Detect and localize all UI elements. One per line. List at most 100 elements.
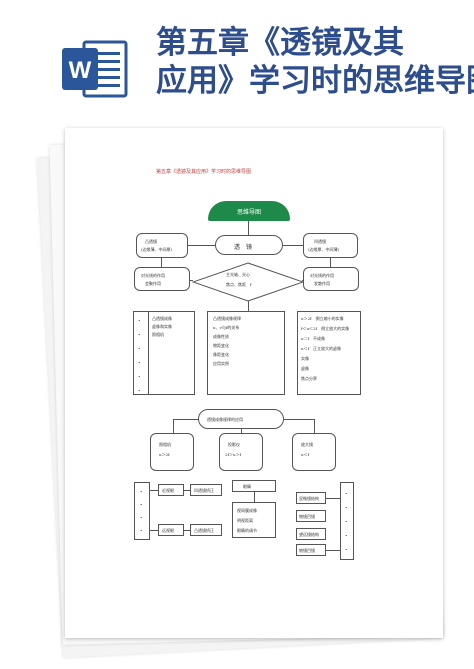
connector <box>150 530 158 531</box>
connector <box>173 419 174 433</box>
telescope-parts-label: 物镜目镜 <box>299 548 315 553</box>
left-list-panel: •••••• 凸透镜成像 虚像和实像 照相机 <box>133 311 195 395</box>
convex-lens-label: 凸透镜 <box>145 239 157 244</box>
concave-lens-node: 凹透镜 (边缘厚、中间薄) <box>303 233 358 258</box>
center-list-panel: 凸透镜成像规律 u、v与f的关系 成像性质 物距变化 像距变化 应用实例 <box>207 311 285 395</box>
list-item: 虚像和实像 <box>152 324 172 329</box>
page-title: 第五章《透镜及其 应用》学习时的思维导图 <box>156 24 474 100</box>
convex-lens-node: 凸透镜 (边缘薄、中间厚) <box>136 233 188 258</box>
bullet-column: •••••• <box>138 318 141 393</box>
microscope-node: 显微镜结构 <box>296 492 326 504</box>
list-item: 照相机 <box>152 332 164 337</box>
hyperopia-node: 远视眼 <box>158 524 184 536</box>
telescope-parts-node: 物镜目镜 <box>296 544 326 556</box>
diamond-line-2: 焦点、焦距 f <box>226 282 252 287</box>
list-item: u＜f 正立放大的虚像 <box>301 346 342 351</box>
mindmap-root-label: 思维导图 <box>236 209 261 216</box>
microscope-label: 显微镜结构 <box>299 496 319 501</box>
list-item: u＞2f 倒立缩小的实像 <box>301 316 344 321</box>
banner: W 第五章《透镜及其 应用》学习时的思维导图 <box>0 0 474 120</box>
list-item: 像距变化 <box>213 352 229 357</box>
myopia-fix-node: 凹透镜矫正 <box>190 484 222 496</box>
camera-label: 照相机 <box>159 442 171 447</box>
connector <box>284 419 314 420</box>
hyperopia-label: 远视眼 <box>162 528 174 533</box>
divider <box>148 312 149 394</box>
microscope-parts-node: 物镜目镜 <box>296 510 326 522</box>
application-node: 透镜成像规律的应用 <box>198 409 284 429</box>
list-item: 焦点分界 <box>301 376 317 381</box>
connector <box>173 419 198 420</box>
camera-node: 照相机 u＞2f <box>150 433 194 471</box>
list-item: f＜u＜2f 倒立放大的实像 <box>301 326 350 331</box>
center-node: 透 镜 <box>215 235 283 255</box>
list-item: 应用实例 <box>213 361 229 366</box>
diverging-label: 对光线的作用 <box>310 273 334 278</box>
magnifier-rule: u＜f <box>301 452 310 457</box>
connector <box>190 280 193 281</box>
telescope-node: 望远镜结构 <box>296 528 326 540</box>
bullet-column: •••• <box>140 489 143 533</box>
myopia-label: 近视眼 <box>162 488 174 493</box>
eye-label: 眼睛 <box>243 484 251 489</box>
connector <box>283 245 303 246</box>
word-document-icon: W <box>62 40 128 98</box>
concave-lens-label: 凹透镜 <box>314 239 326 244</box>
list-item: 成像性质 <box>213 334 229 339</box>
diverging-node: 对光线的作用 发散作用 <box>303 267 359 291</box>
list-item: u＝f 不成像 <box>301 336 326 341</box>
converging-label: 对光线的作用 <box>141 273 165 278</box>
eye-detail-line: 视网膜成像 <box>237 508 257 513</box>
list-item: 虚像 <box>301 366 309 371</box>
hyperopia-fix-label: 凸透镜矫正 <box>194 528 214 533</box>
list-item: 实像 <box>301 356 309 361</box>
magnifier-label: 放大镜 <box>301 442 313 447</box>
connector <box>161 258 162 267</box>
connector <box>184 530 190 531</box>
projector-rule: 2f＞u＞f <box>225 452 242 457</box>
converging-node: 对光线的作用 会聚作用 <box>134 267 190 291</box>
convex-lens-desc: (边缘薄、中间厚) <box>141 247 173 252</box>
diverging-desc: 发散作用 <box>314 281 330 286</box>
list-item: 凸透镜成像规律 <box>213 316 241 321</box>
right-list-panel: u＞2f 倒立缩小的实像 f＜u＜2f 倒立放大的实像 u＝f 不成像 u＜f … <box>297 311 361 395</box>
eye-detail-line: 明视距离 <box>237 518 253 523</box>
application-label: 透镜成像规律的应用 <box>207 417 243 422</box>
converging-desc: 会聚作用 <box>145 281 161 286</box>
connector <box>302 280 303 281</box>
connector <box>254 492 255 502</box>
connector <box>248 301 249 311</box>
center-node-label: 透 镜 <box>234 244 253 251</box>
eye-detail-node: 视网膜成像 明视距离 眼睛的调节 <box>232 502 276 538</box>
bottom-right-bracket: ••••• <box>340 482 354 560</box>
bottom-left-bracket: •••• <box>134 482 150 540</box>
telescope-label: 望远镜结构 <box>299 532 319 537</box>
document-heading: 第五章《透镜及其应用》学习时的思维导图 <box>156 169 252 175</box>
title-line-1: 第五章《透镜及其 <box>156 25 404 61</box>
list-item: 物距变化 <box>213 343 229 348</box>
eye-detail-line: 眼睛的调节 <box>237 528 257 533</box>
bullet-column: ••••• <box>345 491 348 552</box>
hyperopia-fix-node: 凸透镜矫正 <box>190 524 222 536</box>
mindmap-root-node <box>208 201 290 221</box>
projector-label: 投影仪 <box>228 442 240 447</box>
connector <box>188 245 215 246</box>
list-item: u、v与f的关系 <box>213 325 240 330</box>
microscope-parts-label: 物镜目镜 <box>299 514 315 519</box>
connector <box>184 490 190 491</box>
connector <box>248 221 249 235</box>
camera-rule: u＞2f <box>159 452 170 457</box>
projector-node: 投影仪 2f＞u＞f <box>219 433 263 471</box>
myopia-node: 近视眼 <box>158 484 184 496</box>
diamond-line-1: 主光轴、光心 <box>226 272 250 277</box>
connector <box>314 419 315 433</box>
concave-lens-desc: (边缘厚、中间薄) <box>308 247 340 252</box>
connector <box>150 490 158 491</box>
magnifier-node: 放大镜 u＜f <box>292 433 336 471</box>
connector <box>330 258 331 267</box>
connector <box>326 550 340 551</box>
connector <box>241 429 242 433</box>
title-line-2: 应用》学习时的思维导图 <box>156 63 474 99</box>
list-item: 凸透镜成像 <box>152 316 172 321</box>
svg-text:W: W <box>69 57 92 84</box>
